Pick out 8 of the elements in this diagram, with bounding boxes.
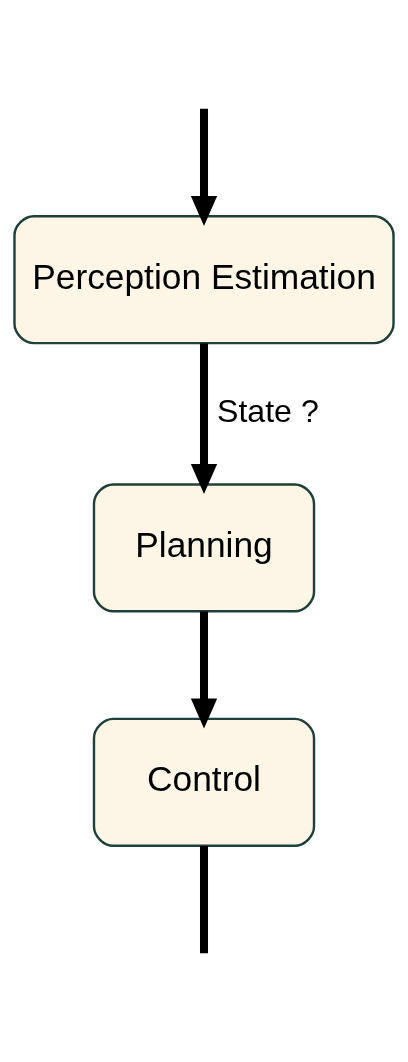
node-box: Perception Estimation [13,215,395,345]
arrow [190,108,218,227]
edge-label: State ? [216,392,319,429]
arrow [190,611,218,729]
node-box: Planning [92,483,316,613]
arrow [190,343,218,495]
node-box: Control [92,717,316,847]
connector [200,846,208,954]
